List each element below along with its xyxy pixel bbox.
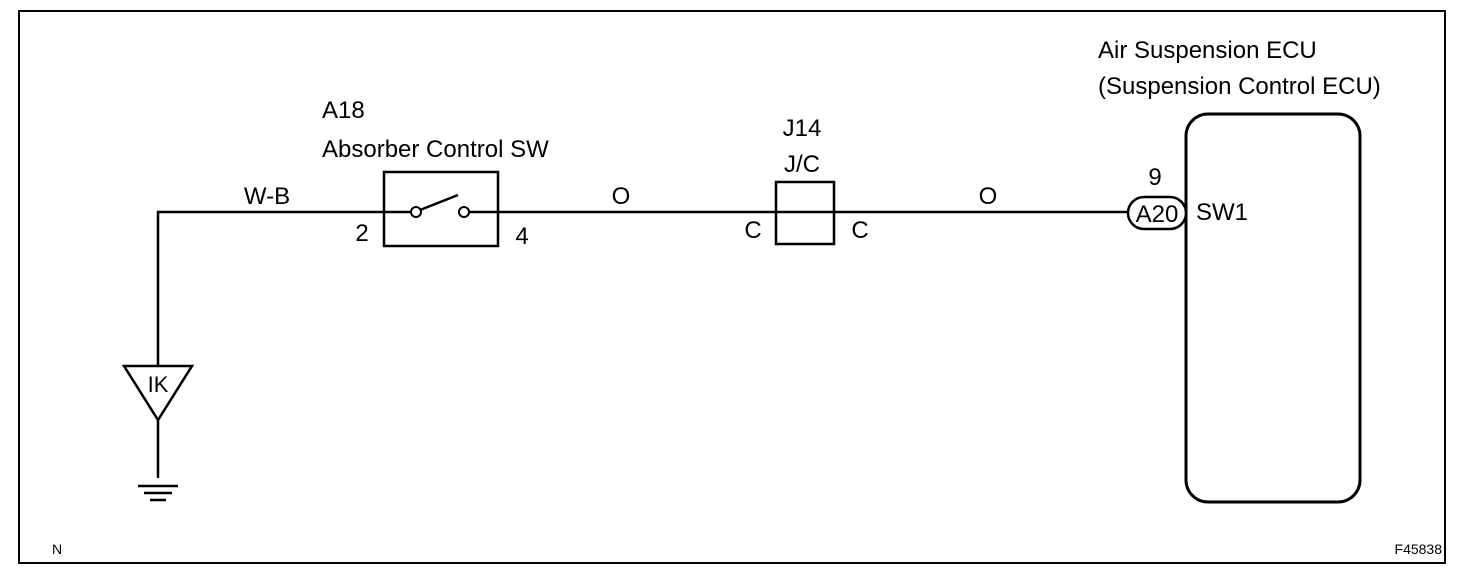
wire-o-right-label: O [979,183,998,210]
absorber-control-switch-box [382,170,500,248]
ecu-terminal-label: SW1 [1196,199,1248,226]
ground-symbol [138,484,178,502]
wire-w-b [156,210,384,478]
junction-pin-left: C [744,217,761,244]
footer-left-mark: N [52,541,62,557]
figure-id: F45838 [1395,541,1443,557]
wire-o-left-label: O [612,183,631,210]
ground-point-triangle [121,364,195,423]
wire-w-b-label: W-B [244,183,290,210]
switch-connector-label: A18 [322,97,365,124]
diagram-frame [18,10,1446,564]
ecu-box [1184,112,1362,504]
switch-pin-4: 4 [515,223,528,250]
junction-connector-label: J14 [783,115,822,142]
ecu-connector-oval [1126,195,1188,231]
ecu-pin-number: 9 [1148,164,1161,191]
switch-name-label: Absorber Control SW [322,136,549,163]
junction-pin-right: C [851,217,868,244]
junction-name-label: J/C [784,151,820,178]
switch-pin-2: 2 [355,220,368,247]
ecu-connector-label: A20 [1136,201,1179,228]
ecu-name-line1: Air Suspension ECU [1098,37,1317,64]
ground-point-label: IK [148,372,169,397]
switch-contact-icon [384,193,498,218]
ecu-name-line2: (Suspension Control ECU) [1098,73,1381,100]
